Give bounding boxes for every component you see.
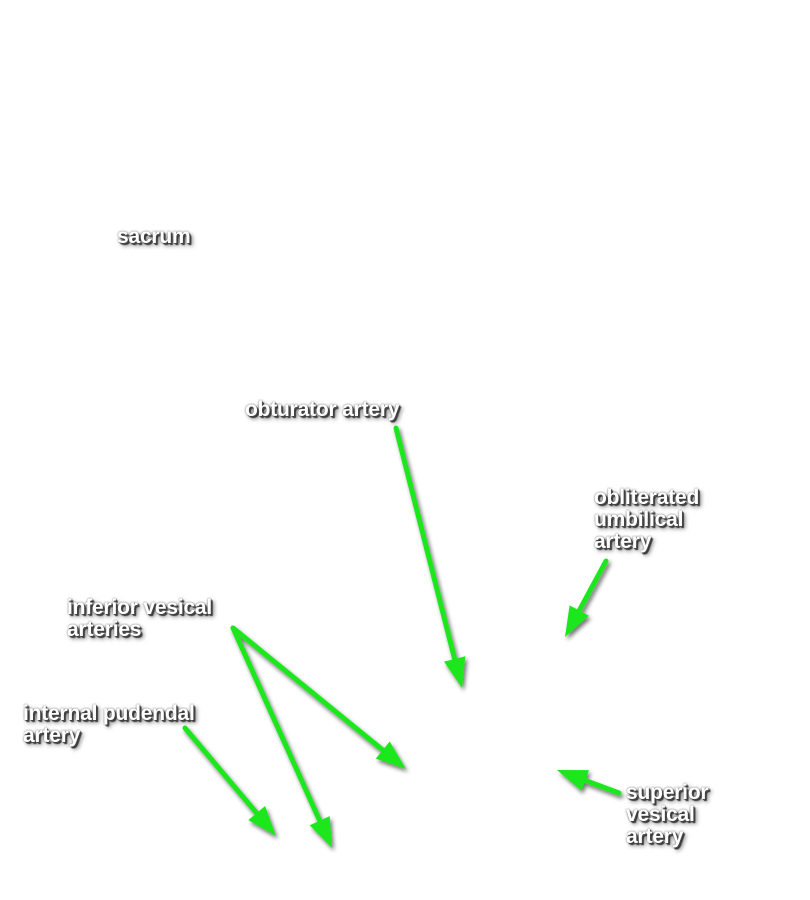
- label-inferior-vesical-arteries: inferior vesical arteries: [67, 597, 212, 641]
- arrow-obliterated-umbilical-artery-shaft: [575, 558, 609, 615]
- label-superior-vesical-artery-line-3: artery: [626, 825, 684, 848]
- arrow-inferior-vesical-2-shaft: [230, 625, 324, 825]
- arrow-obturator-artery-head: [444, 656, 466, 688]
- label-inferior-vesical-arteries-line-2: arteries: [67, 618, 142, 641]
- arrow-superior-vesical-artery-head: [557, 770, 589, 791]
- label-obliterated-umbilical-artery-line-3: artery: [594, 530, 652, 553]
- arrow-inferior-vesical-1-head: [375, 741, 406, 769]
- label-obturator-artery-line-1: obturator artery: [245, 398, 400, 421]
- label-superior-vesical-artery-line-2: vesical: [626, 803, 695, 826]
- arrow-superior-vesical-artery-shaft: [580, 777, 622, 796]
- label-obliterated-umbilical-artery: obliterated umbilical artery: [594, 487, 699, 553]
- label-superior-vesical-artery: superior vesical artery: [626, 781, 709, 848]
- arrow-obliterated-umbilical-artery-head: [565, 605, 589, 637]
- arrow-internal-pudendal-artery-head: [248, 806, 276, 836]
- label-internal-pudendal-artery: internal pudendal artery: [23, 703, 195, 747]
- label-internal-pudendal-artery-line-1: internal pudendal: [23, 702, 195, 725]
- arrow-inferior-vesical-1-shaft: [230, 625, 387, 754]
- label-obliterated-umbilical-artery-line-1: obliterated: [594, 486, 700, 509]
- label-superior-vesical-artery-line-1: superior: [626, 781, 709, 804]
- label-obturator-artery: obturator artery: [245, 398, 400, 421]
- arrow-inferior-vesical-2-head: [309, 816, 332, 848]
- label-obliterated-umbilical-artery-line-2: umbilical: [594, 508, 684, 531]
- arrow-internal-pudendal-artery-shaft: [182, 725, 261, 818]
- label-internal-pudendal-artery-line-2: artery: [23, 724, 81, 747]
- label-sacrum-line-1: sacrum: [117, 225, 191, 248]
- label-inferior-vesical-arteries-line-1: inferior vesical: [67, 596, 213, 619]
- arrow-obturator-artery-shaft: [393, 425, 458, 664]
- label-sacrum: sacrum: [117, 226, 191, 248]
